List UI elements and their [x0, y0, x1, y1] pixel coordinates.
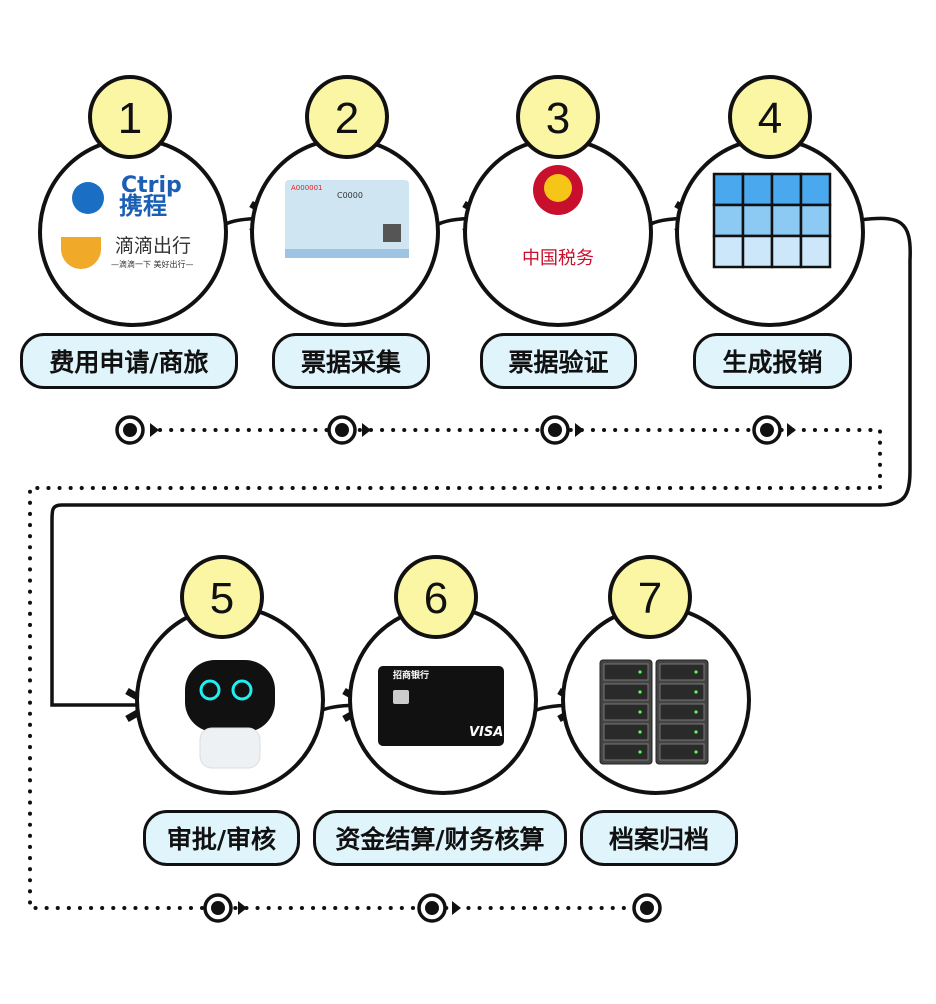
step-5: 5	[135, 555, 325, 923]
step-7: 7	[561, 555, 751, 923]
step-number: 1	[118, 94, 142, 143]
robot-head	[185, 660, 275, 732]
play-arrow-icon	[787, 423, 796, 437]
step-number: 4	[758, 94, 782, 143]
step-number-badge	[394, 555, 478, 639]
play-arrow-icon	[362, 423, 371, 437]
grid-cell	[741, 203, 774, 238]
chip-icon	[393, 690, 409, 704]
step-circle	[38, 137, 228, 327]
step-number: 2	[335, 94, 359, 143]
step-label-7: 档案归档	[580, 810, 738, 866]
step-4: 4	[675, 75, 865, 445]
step-number: 7	[638, 574, 662, 623]
play-arrow-icon	[452, 901, 461, 915]
step-label-5: 审批/审核	[143, 810, 300, 866]
step-number: 3	[546, 94, 570, 143]
play-arrow-icon	[575, 423, 584, 437]
bank-card-icon: 招商银行 VISA	[378, 666, 504, 746]
grid-cell	[770, 203, 803, 238]
didi-slogan: —滴滴一下 美好出行—	[111, 259, 194, 269]
grid-cell	[712, 234, 745, 269]
visa-text: VISA	[469, 725, 503, 740]
card-bank-text: 招商银行	[393, 669, 429, 681]
step-3: 中国税务 3	[463, 75, 653, 445]
grid-cell	[741, 172, 774, 207]
didi-icon	[61, 237, 101, 269]
ticket-train: C0000	[337, 191, 363, 200]
step-number: 6	[424, 574, 448, 623]
step-label-6: 资金结算/财务核算	[313, 810, 567, 866]
grid-cell	[799, 234, 832, 269]
grid-cell	[712, 172, 745, 207]
step-label-2: 票据采集	[272, 333, 430, 389]
ctrip-cn-text: 携程	[119, 192, 167, 220]
card-body	[378, 666, 504, 746]
robot-icon	[185, 660, 275, 769]
play-arrow-icon	[150, 423, 159, 437]
step-number-badge	[728, 75, 812, 159]
connector-4-5	[50, 216, 912, 705]
step-number-badge	[516, 75, 600, 159]
didi-logo-text: 滴滴出行	[115, 235, 191, 257]
step-number-badge	[88, 75, 172, 159]
ticket-number: A000001	[291, 184, 323, 192]
grid-cell	[770, 234, 803, 269]
grid-cell	[799, 203, 832, 238]
step-number-badge	[180, 555, 264, 639]
qr-code-icon	[383, 224, 401, 242]
step-label-4: 生成报销	[693, 333, 852, 389]
play-arrow-icon	[238, 901, 247, 915]
tax-text: 中国税务	[522, 248, 594, 269]
server-rack-icon	[599, 659, 709, 765]
step-number: 5	[210, 574, 234, 623]
ticket-body	[285, 180, 409, 258]
grid-cell	[741, 234, 774, 269]
dolphin-icon	[72, 182, 104, 214]
grid-cell	[712, 203, 745, 238]
step-6: 招商银行 VISA 6	[348, 555, 538, 923]
grid-cell	[770, 172, 803, 207]
tax-emblem-icon: 中国税务	[522, 165, 594, 269]
step-label-3: 票据验证	[480, 333, 637, 389]
step-number-badge	[608, 555, 692, 639]
ctrip-logo-text: Ctrip	[121, 173, 182, 198]
step-number-badge	[305, 75, 389, 159]
step-label-1: 费用申请/商旅	[20, 333, 238, 389]
grid-cell	[799, 172, 832, 207]
table-grid-icon	[712, 172, 832, 269]
